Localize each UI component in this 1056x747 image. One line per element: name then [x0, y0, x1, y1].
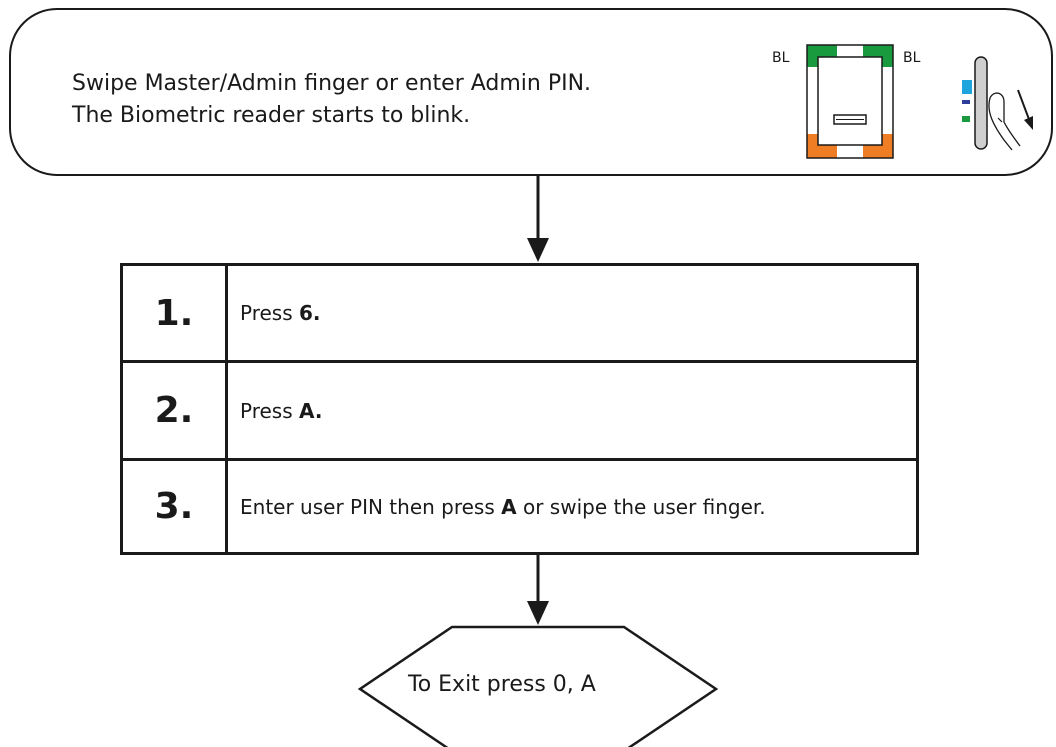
step-number-1: 1.: [120, 263, 228, 363]
step-text-3-key: A: [501, 494, 517, 519]
step-row-3: 3. Enter user PIN then press A or swipe …: [120, 458, 919, 555]
steps-table: 1. Press 6. 2. Press A. 3. Enter user PI…: [120, 263, 919, 555]
step-text-3-post: or swipe the user finger.: [516, 494, 766, 519]
start-instruction-line-1: Swipe Master/Admin finger or enter Admin…: [72, 71, 592, 96]
step-row-2: 2. Press A.: [120, 360, 919, 461]
arrow-head-bottom: [527, 601, 549, 625]
start-instruction-text: Swipe Master/Admin finger or enter Admin…: [72, 68, 591, 132]
step-number-2: 2.: [120, 360, 228, 461]
step-text-2-key: A.: [299, 398, 323, 423]
start-instruction-line-2: The Biometric reader starts to blink.: [72, 103, 471, 128]
step-number-3: 3.: [120, 458, 228, 555]
bl-label-right: BL: [903, 50, 921, 66]
step-row-1: 1. Press 6.: [120, 263, 919, 363]
arrow-head-top: [527, 238, 549, 262]
step-text-1: Press 6.: [225, 263, 919, 363]
step-text-1-key: 6.: [299, 301, 321, 325]
step-text-2-pre: Press: [240, 398, 299, 423]
step-text-3-pre: Enter user PIN then press: [240, 494, 502, 519]
exit-hexagon: [357, 625, 719, 747]
bl-label-left: BL: [772, 50, 790, 66]
step-text-3: Enter user PIN then press A or swipe the…: [225, 458, 919, 555]
step-text-2: Press A.: [225, 360, 919, 461]
step-text-1-pre: Press: [240, 301, 299, 325]
exit-label: To Exit press 0, A: [408, 672, 596, 697]
